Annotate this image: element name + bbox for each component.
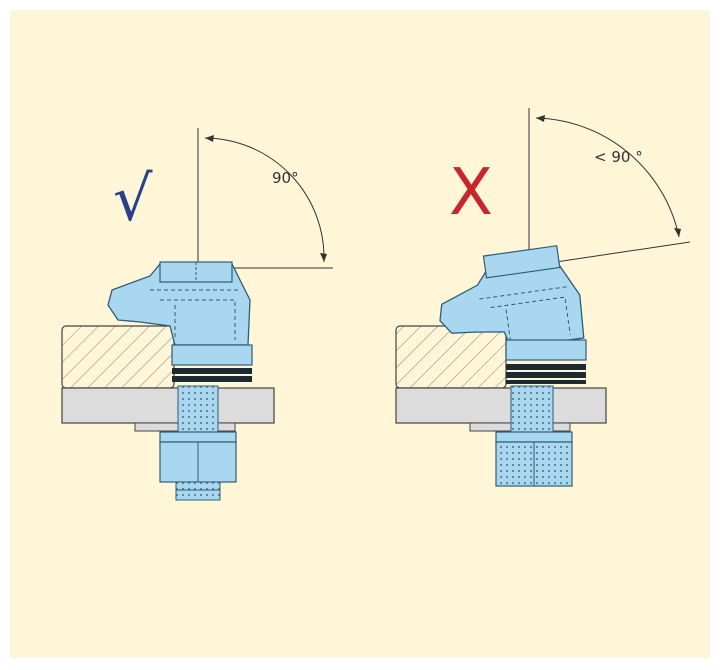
wrong-angle-label: < 90 ° — [594, 148, 643, 166]
wrong-clamp-drawing — [395, 108, 691, 487]
correct-clamp-body — [107, 263, 251, 346]
correct-angle-arc — [204, 137, 325, 263]
wrong-stud — [510, 385, 554, 433]
correct-clamp-drawing — [61, 128, 333, 501]
wrong-angle-arc — [535, 117, 680, 238]
wrong-workpiece — [395, 325, 507, 389]
correct-base-plate — [61, 387, 275, 424]
correct-angle-label: 90° — [272, 169, 299, 187]
checkmark-icon: √ — [113, 162, 153, 235]
correct-workpiece — [61, 325, 175, 389]
cross-icon: X — [449, 156, 493, 230]
wrong-base-plate — [395, 387, 607, 424]
correct-stud — [177, 385, 219, 433]
